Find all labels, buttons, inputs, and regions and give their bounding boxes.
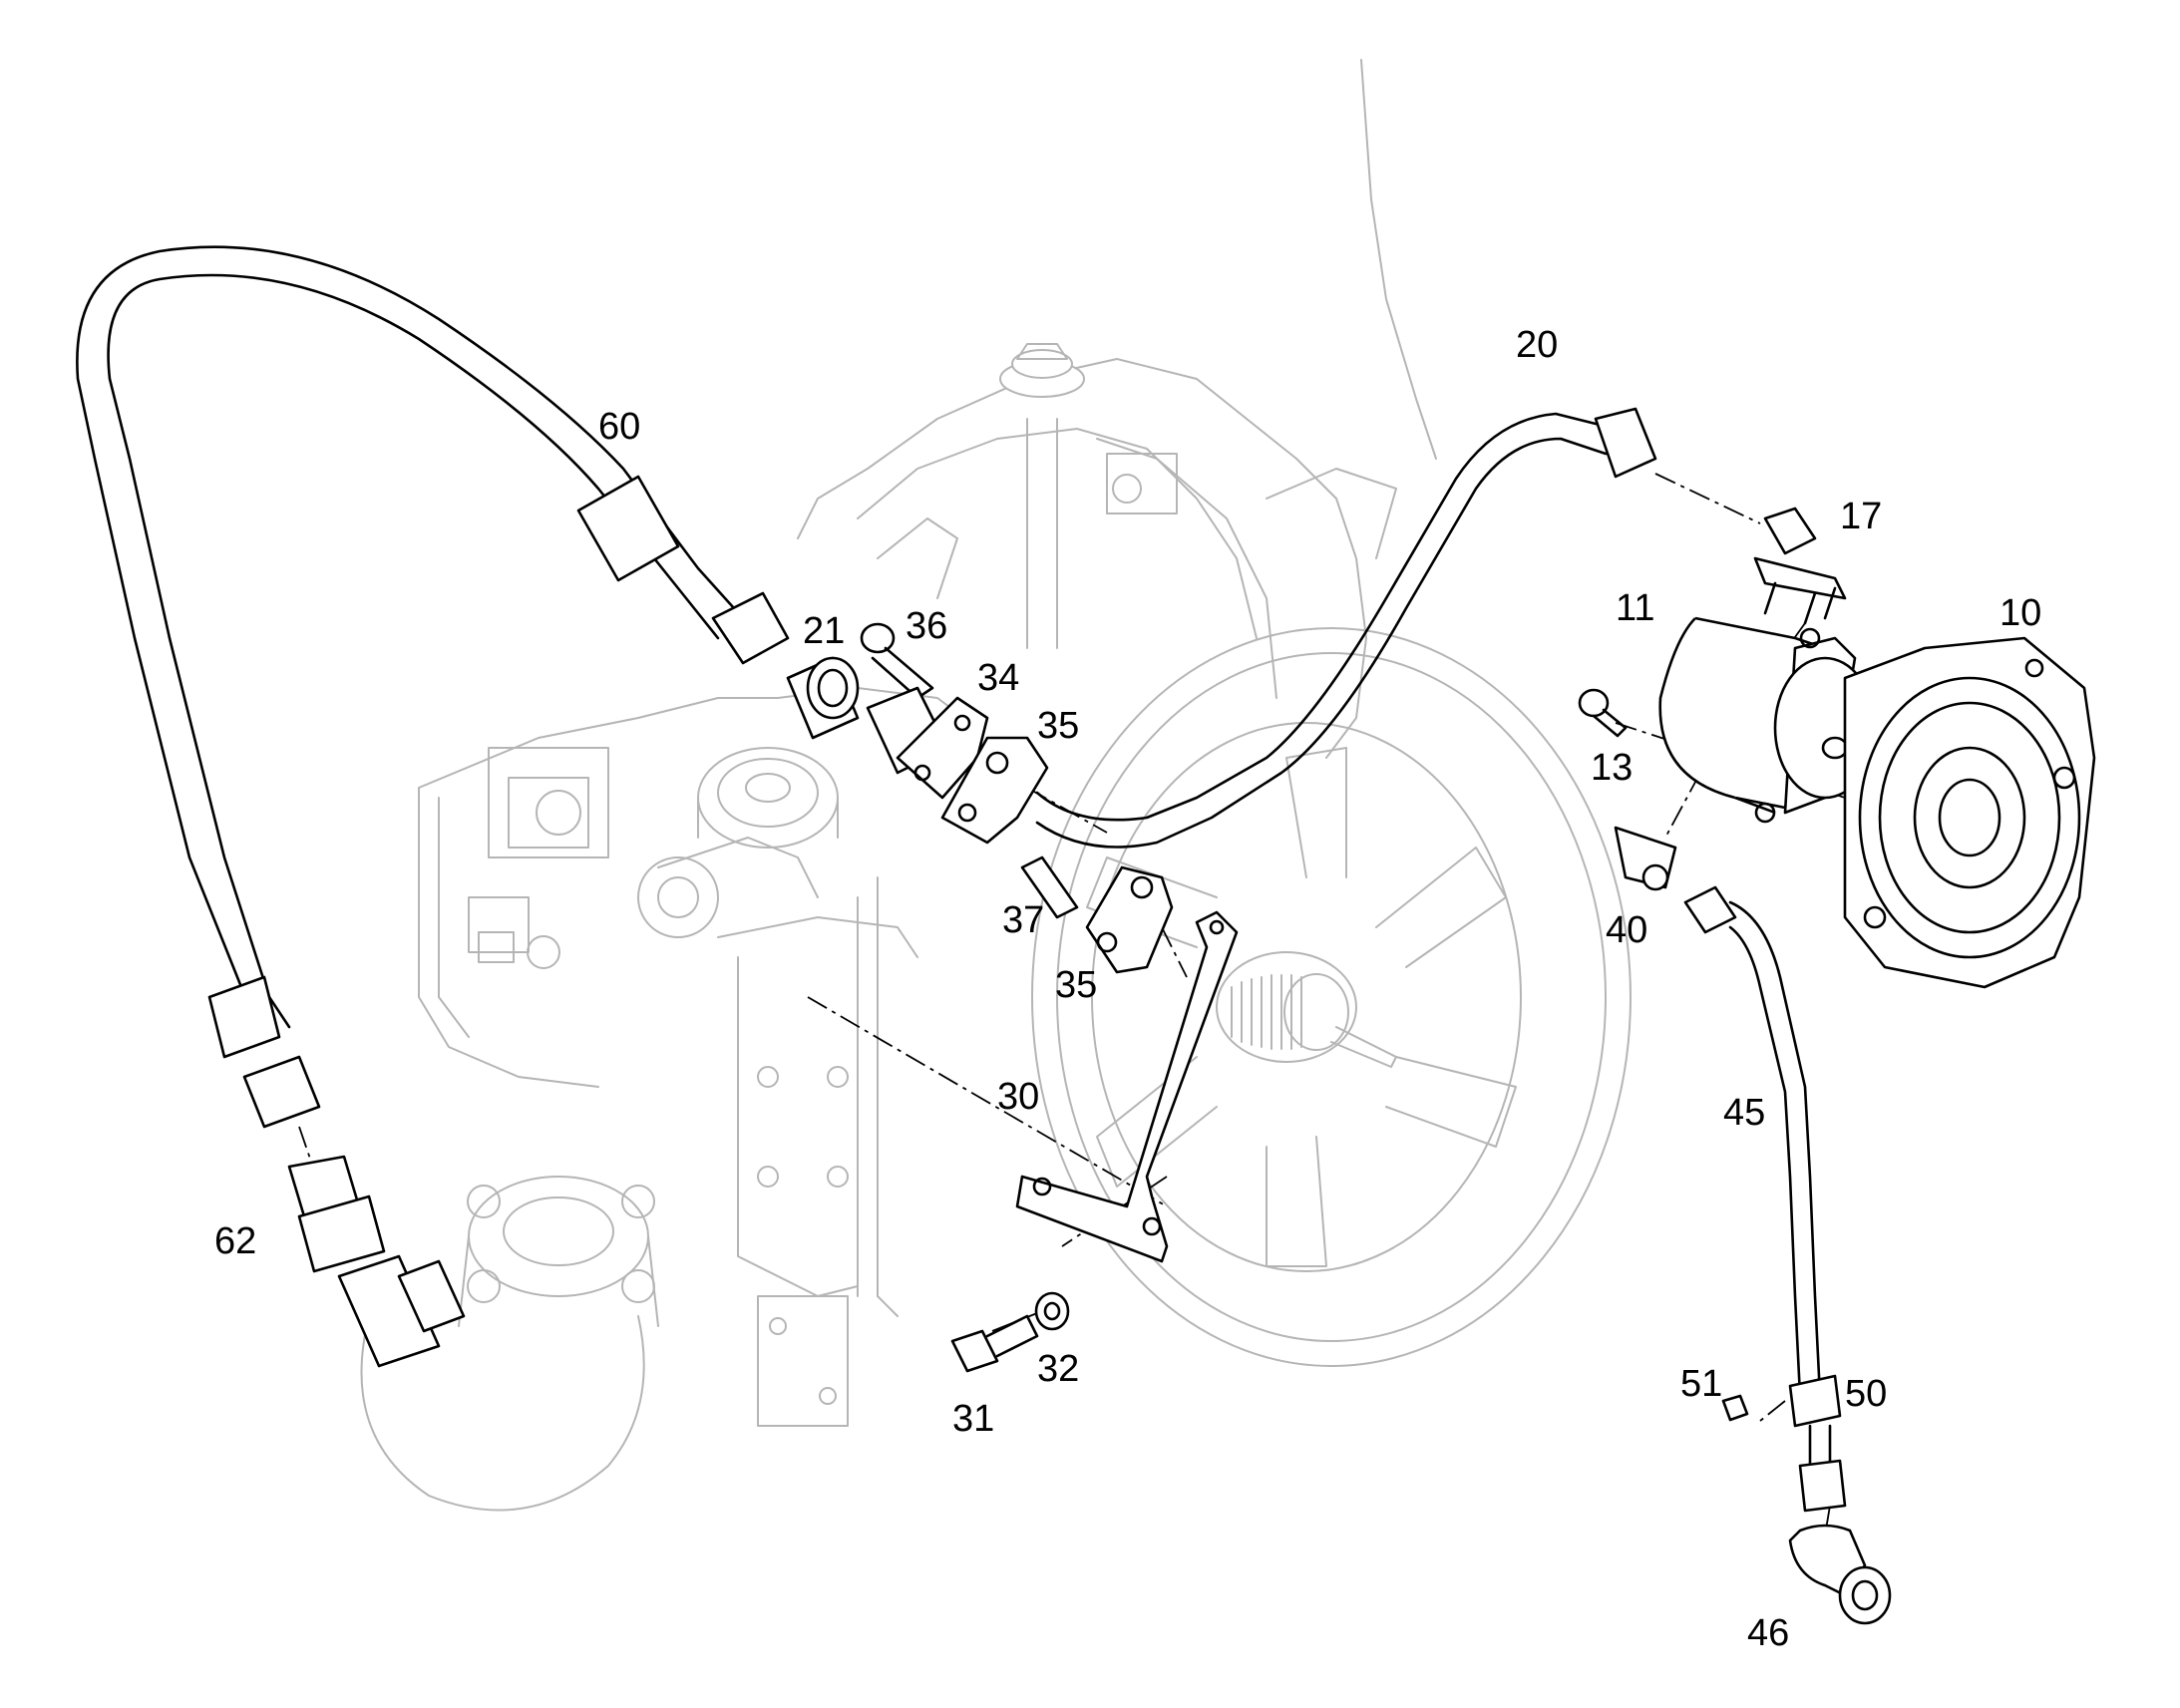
label-10: 10 [1999, 592, 2041, 634]
label-35-lower: 35 [1055, 964, 1097, 1006]
part-46-elbow[interactable] [1788, 1424, 1892, 1625]
part-10-flange[interactable] [1843, 636, 2096, 989]
label-51: 51 [1680, 1363, 1722, 1405]
part-21-adapter[interactable] [711, 591, 860, 740]
part-35-clamp-lower[interactable] [1085, 865, 1174, 974]
transmission-housing-background [360, 59, 1632, 1512]
label-60: 60 [598, 406, 640, 448]
part-32-washer[interactable] [1034, 1291, 1070, 1331]
label-37: 37 [1002, 899, 1044, 941]
part-13-bolt[interactable] [1578, 688, 1628, 738]
part-20-pipe[interactable] [1035, 407, 1657, 849]
label-32: 32 [1037, 1348, 1079, 1390]
label-30: 30 [997, 1076, 1039, 1118]
part-17-bracket[interactable] [1753, 507, 1847, 625]
label-13: 13 [1591, 747, 1633, 789]
label-50: 50 [1845, 1373, 1887, 1415]
label-11: 11 [1616, 587, 1654, 629]
label-34: 34 [977, 657, 1019, 699]
part-40-seal[interactable] [1614, 826, 1677, 891]
label-36: 36 [906, 605, 947, 647]
label-40: 40 [1606, 909, 1647, 951]
part-62-fitting[interactable] [287, 1155, 466, 1368]
label-45: 45 [1723, 1092, 1765, 1134]
label-20: 20 [1516, 324, 1558, 366]
part-number-labels: 60 21 36 34 35 20 17 11 10 13 40 37 35 3… [214, 324, 2041, 1654]
part-34-clamp[interactable] [896, 696, 989, 800]
label-31: 31 [952, 1398, 994, 1440]
part-35-clamp-upper[interactable] [940, 736, 1049, 845]
part-51-nut[interactable] [1721, 1394, 1749, 1422]
part-37-pin[interactable] [1020, 855, 1079, 919]
part-50-clip[interactable] [1788, 1374, 1842, 1428]
part-11-pump[interactable] [1658, 616, 1877, 824]
part-45-pipe[interactable] [1683, 885, 1822, 1398]
label-62: 62 [214, 1220, 256, 1262]
part-60-hose[interactable] [76, 245, 745, 1129]
part-30-bracket[interactable] [1015, 910, 1239, 1263]
label-35: 35 [1037, 705, 1079, 747]
label-46: 46 [1747, 1612, 1789, 1654]
part-31-bolt[interactable] [950, 1314, 1039, 1373]
label-21: 21 [803, 610, 845, 652]
label-17: 17 [1840, 496, 1882, 537]
